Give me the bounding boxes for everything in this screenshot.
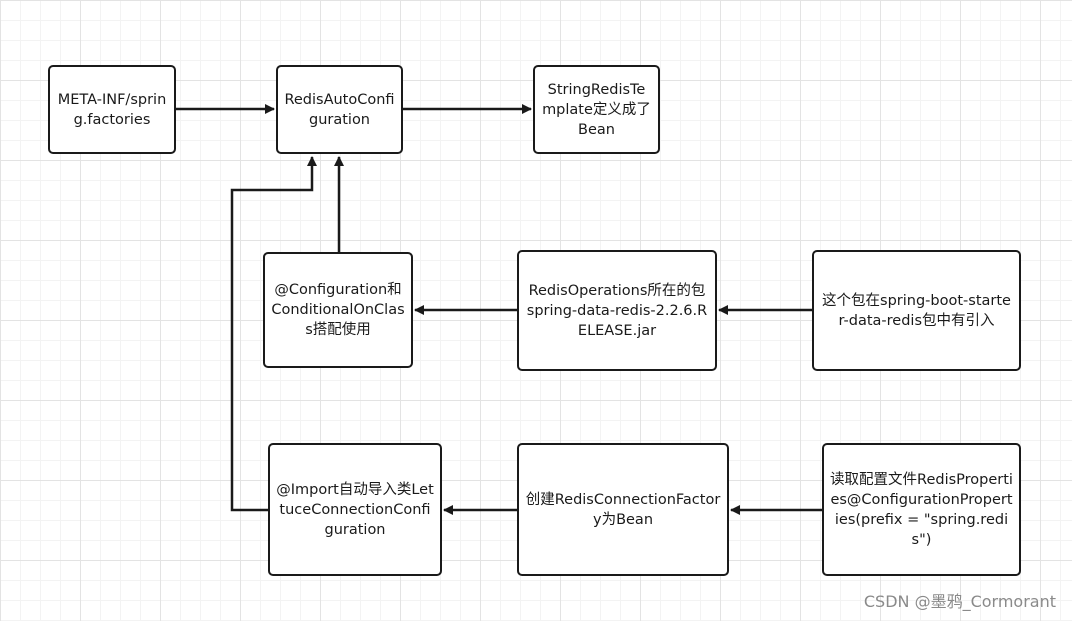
node-configuration-conditional[interactable]: @Configuration和ConditionalOnClass搭配使用 — [263, 252, 413, 368]
node-read-config[interactable]: 读取配置文件RedisProperties@ConfigurationPrope… — [822, 443, 1021, 576]
node-create-connection-factory-label: 创建RedisConnectionFactory为Bean — [525, 491, 721, 528]
node-redis-auto-config[interactable]: RedisAutoConfiguration — [276, 65, 403, 154]
edge-import-to-autoconfig — [230, 156, 317, 512]
watermark: CSDN @墨鸦_Cormorant — [863, 592, 1056, 611]
node-string-redis-template-label: StringRedisTemplate定义成了Bean — [542, 81, 651, 138]
node-redis-operations-package-label: RedisOperations所在的包spring-data-redis-2.2… — [526, 282, 708, 339]
node-create-connection-factory[interactable]: 创建RedisConnectionFactory为Bean — [517, 443, 729, 576]
node-import-lettuce[interactable]: @Import自动导入类LettuceConnectionConfigurati… — [268, 443, 442, 576]
node-meta-inf[interactable]: META-INF/spring.factories — [48, 65, 176, 154]
node-redis-auto-config-label: RedisAutoConfiguration — [284, 91, 395, 128]
node-redis-operations-package[interactable]: RedisOperations所在的包spring-data-redis-2.2… — [517, 250, 717, 371]
node-starter-package[interactable]: 这个包在spring-boot-starter-data-redis包中有引入 — [812, 250, 1021, 371]
node-string-redis-template[interactable]: StringRedisTemplate定义成了Bean — [533, 65, 660, 154]
node-read-config-label: 读取配置文件RedisProperties@ConfigurationPrope… — [830, 471, 1013, 548]
node-configuration-conditional-label: @Configuration和ConditionalOnClass搭配使用 — [271, 282, 405, 338]
node-import-lettuce-label: @Import自动导入类LettuceConnectionConfigurati… — [276, 481, 434, 538]
node-starter-package-label: 这个包在spring-boot-starter-data-redis包中有引入 — [822, 292, 1011, 329]
node-meta-inf-label: META-INF/spring.factories — [57, 91, 167, 128]
